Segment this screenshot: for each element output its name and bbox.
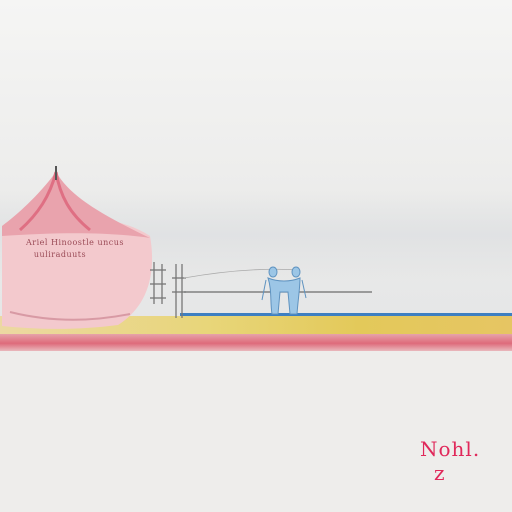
- signature-mark: z: [434, 461, 446, 485]
- artist-signature: Nohl. z: [420, 437, 512, 485]
- tent-roof: [2, 172, 150, 238]
- signature-text: Nohl.: [420, 437, 481, 461]
- tent-caption: Ariel Hinoostle uncus uuliraduuts: [0, 237, 150, 261]
- tent-caption-line: Ariel Hinoostle uncus: [25, 238, 124, 247]
- fence-posts: [150, 262, 186, 318]
- tent-roof-stripe: [19, 171, 58, 232]
- circus-tent: [2, 166, 153, 329]
- tent-roof-stripe: [54, 171, 91, 232]
- tent-caption-line: uuliraduuts: [33, 250, 87, 259]
- tent-body: [2, 216, 153, 329]
- tightrope-curve: [183, 268, 301, 279]
- tent-base-shadow: [9, 311, 131, 321]
- yellow-ground-stripe: [0, 316, 512, 336]
- blue-horizon-line: [180, 313, 512, 316]
- pink-ground-stripe: [0, 334, 512, 351]
- acrobat-figure: [261, 266, 307, 315]
- ground-area: [0, 350, 512, 512]
